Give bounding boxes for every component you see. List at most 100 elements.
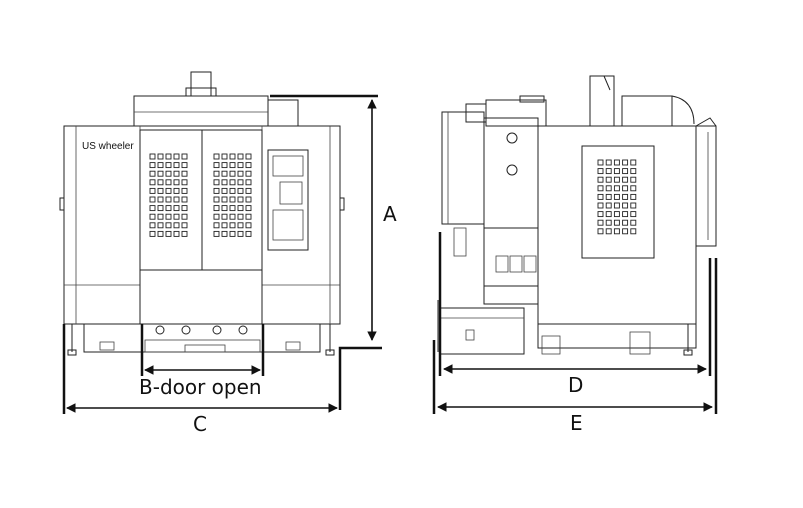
window-cell [605, 176, 612, 183]
window-cell [165, 230, 172, 237]
window-cell [181, 170, 188, 177]
window-cell [245, 170, 252, 177]
window-cell [605, 202, 612, 209]
window-cell [213, 230, 220, 237]
side-view [437, 75, 717, 356]
window-cell [630, 168, 637, 175]
window-cell [213, 196, 220, 203]
window-cell [165, 187, 172, 194]
window-cell [597, 211, 604, 218]
window-cell [597, 159, 604, 166]
window-cell [221, 170, 228, 177]
window-cell [622, 211, 629, 218]
window-cell [605, 168, 612, 175]
window-cell [173, 196, 180, 203]
window-cell [181, 187, 188, 194]
window-cell [149, 179, 156, 186]
window-cell [181, 179, 188, 186]
window-cell [213, 179, 220, 186]
window-cell [181, 213, 188, 220]
window-cell [630, 219, 637, 226]
window-cell [245, 153, 252, 160]
window-cell [157, 222, 164, 229]
window-cell [245, 222, 252, 229]
window-cell [245, 230, 252, 237]
side-window [597, 159, 637, 235]
window-cell [157, 187, 164, 194]
window-cell [613, 176, 620, 183]
window-cell [237, 205, 244, 212]
dimension-b: B-door open [139, 324, 265, 399]
window-cell [149, 170, 156, 177]
base-hole [181, 325, 191, 335]
window-cell [213, 222, 220, 229]
window-cell [245, 205, 252, 212]
window-cell [221, 187, 228, 194]
window-cell [229, 196, 236, 203]
window-cell [149, 153, 156, 160]
window-cell [173, 179, 180, 186]
window-cell [213, 187, 220, 194]
window-cell [221, 230, 228, 237]
window-cell [597, 228, 604, 235]
dimension-b-label: B-door open [139, 375, 262, 399]
window-cell [165, 179, 172, 186]
window-cell [630, 193, 637, 200]
front-base-holes [155, 325, 248, 335]
window-cell [157, 205, 164, 212]
window-cell [613, 193, 620, 200]
window-cell [157, 213, 164, 220]
window-cell [149, 187, 156, 194]
window-cell [605, 159, 612, 166]
window-cell [213, 153, 220, 160]
window-cell [613, 168, 620, 175]
window-cell [622, 185, 629, 192]
window-cell [630, 159, 637, 166]
window-cell [181, 153, 188, 160]
window-cell [237, 213, 244, 220]
window-cell [165, 196, 172, 203]
window-cell [622, 202, 629, 209]
window-cell [237, 187, 244, 194]
brand-logo-text: US wheeler [82, 141, 134, 152]
window-cell [221, 205, 228, 212]
window-cell [221, 153, 228, 160]
base-hole [238, 325, 248, 335]
window-cell [630, 176, 637, 183]
window-cell [229, 153, 236, 160]
window-cell [613, 219, 620, 226]
dimension-c-label: C [193, 412, 207, 436]
window-cell [622, 219, 629, 226]
window-cell [213, 162, 220, 169]
window-cell [173, 170, 180, 177]
window-cell [613, 185, 620, 192]
dimension-d: D [438, 232, 712, 397]
dimension-d-label: D [568, 373, 583, 397]
window-cell [157, 179, 164, 186]
window-cell [613, 211, 620, 218]
window-cell [245, 196, 252, 203]
window-cell [149, 196, 156, 203]
window-cell [597, 219, 604, 226]
window-cell [237, 162, 244, 169]
window-cell [173, 222, 180, 229]
base-hole [155, 325, 165, 335]
front-left-door-window [149, 153, 188, 237]
window-cell [237, 222, 244, 229]
window-cell [229, 213, 236, 220]
window-cell [221, 222, 228, 229]
window-cell [622, 159, 629, 166]
window-cell [613, 202, 620, 209]
window-cell [229, 187, 236, 194]
window-cell [237, 170, 244, 177]
window-cell [157, 230, 164, 237]
window-cell [622, 193, 629, 200]
window-cell [173, 162, 180, 169]
front-view: US wheeler [59, 71, 345, 356]
window-cell [165, 153, 172, 160]
window-cell [181, 230, 188, 237]
window-cell [213, 213, 220, 220]
window-cell [597, 202, 604, 209]
window-cell [157, 170, 164, 177]
